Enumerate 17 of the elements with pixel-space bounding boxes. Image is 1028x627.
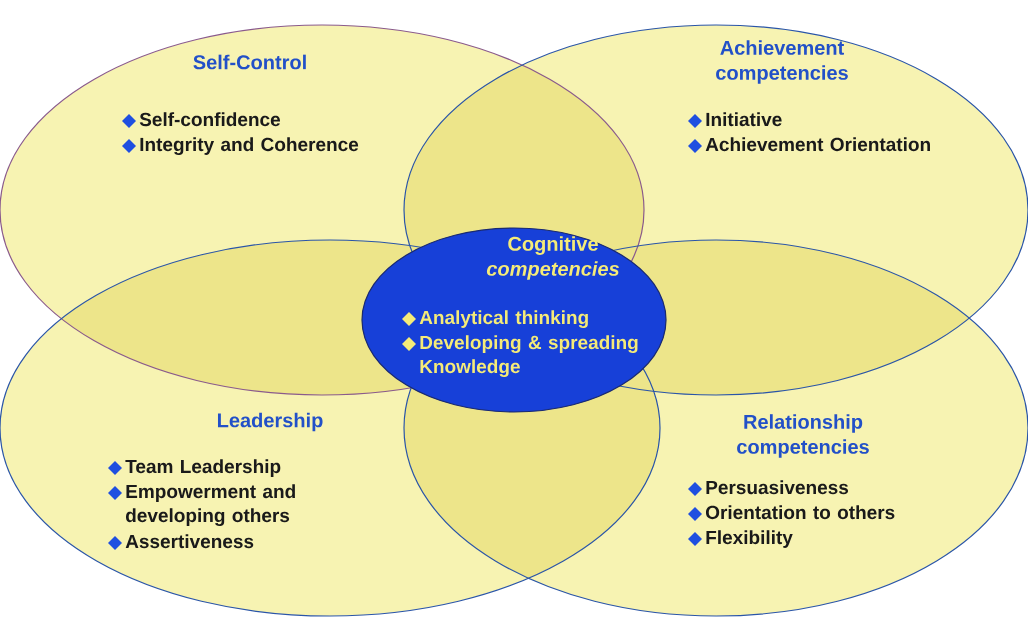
- heading: Leadership: [218, 412, 323, 432]
- bullet-item: Initiative: [688, 112, 782, 128]
- bullet-item: Empowerment and developing others: [108, 484, 295, 526]
- heading: Cognitive competencies: [486, 236, 619, 280]
- bullet-item: Developing & spreading Knowledge: [402, 335, 638, 377]
- bullet-item: Analytical thinking: [402, 310, 588, 328]
- bullet-item: Flexibility: [688, 530, 793, 548]
- bullet-item: Self-confidence: [122, 112, 280, 128]
- bullet-item: Integrity and Coherence: [122, 137, 359, 155]
- bullet-item: Persuasiveness: [688, 480, 849, 496]
- bullet-item: Assertiveness: [108, 534, 254, 550]
- heading: Self-Control: [193, 54, 306, 70]
- bullet-item: Team Leadership: [108, 459, 281, 477]
- heading: Achievement competencies: [716, 40, 848, 84]
- bullet-item: Orientation to others: [688, 505, 895, 521]
- bullet-item: Achievement Orientation: [688, 137, 930, 153]
- heading: Relationship competencies: [737, 414, 869, 458]
